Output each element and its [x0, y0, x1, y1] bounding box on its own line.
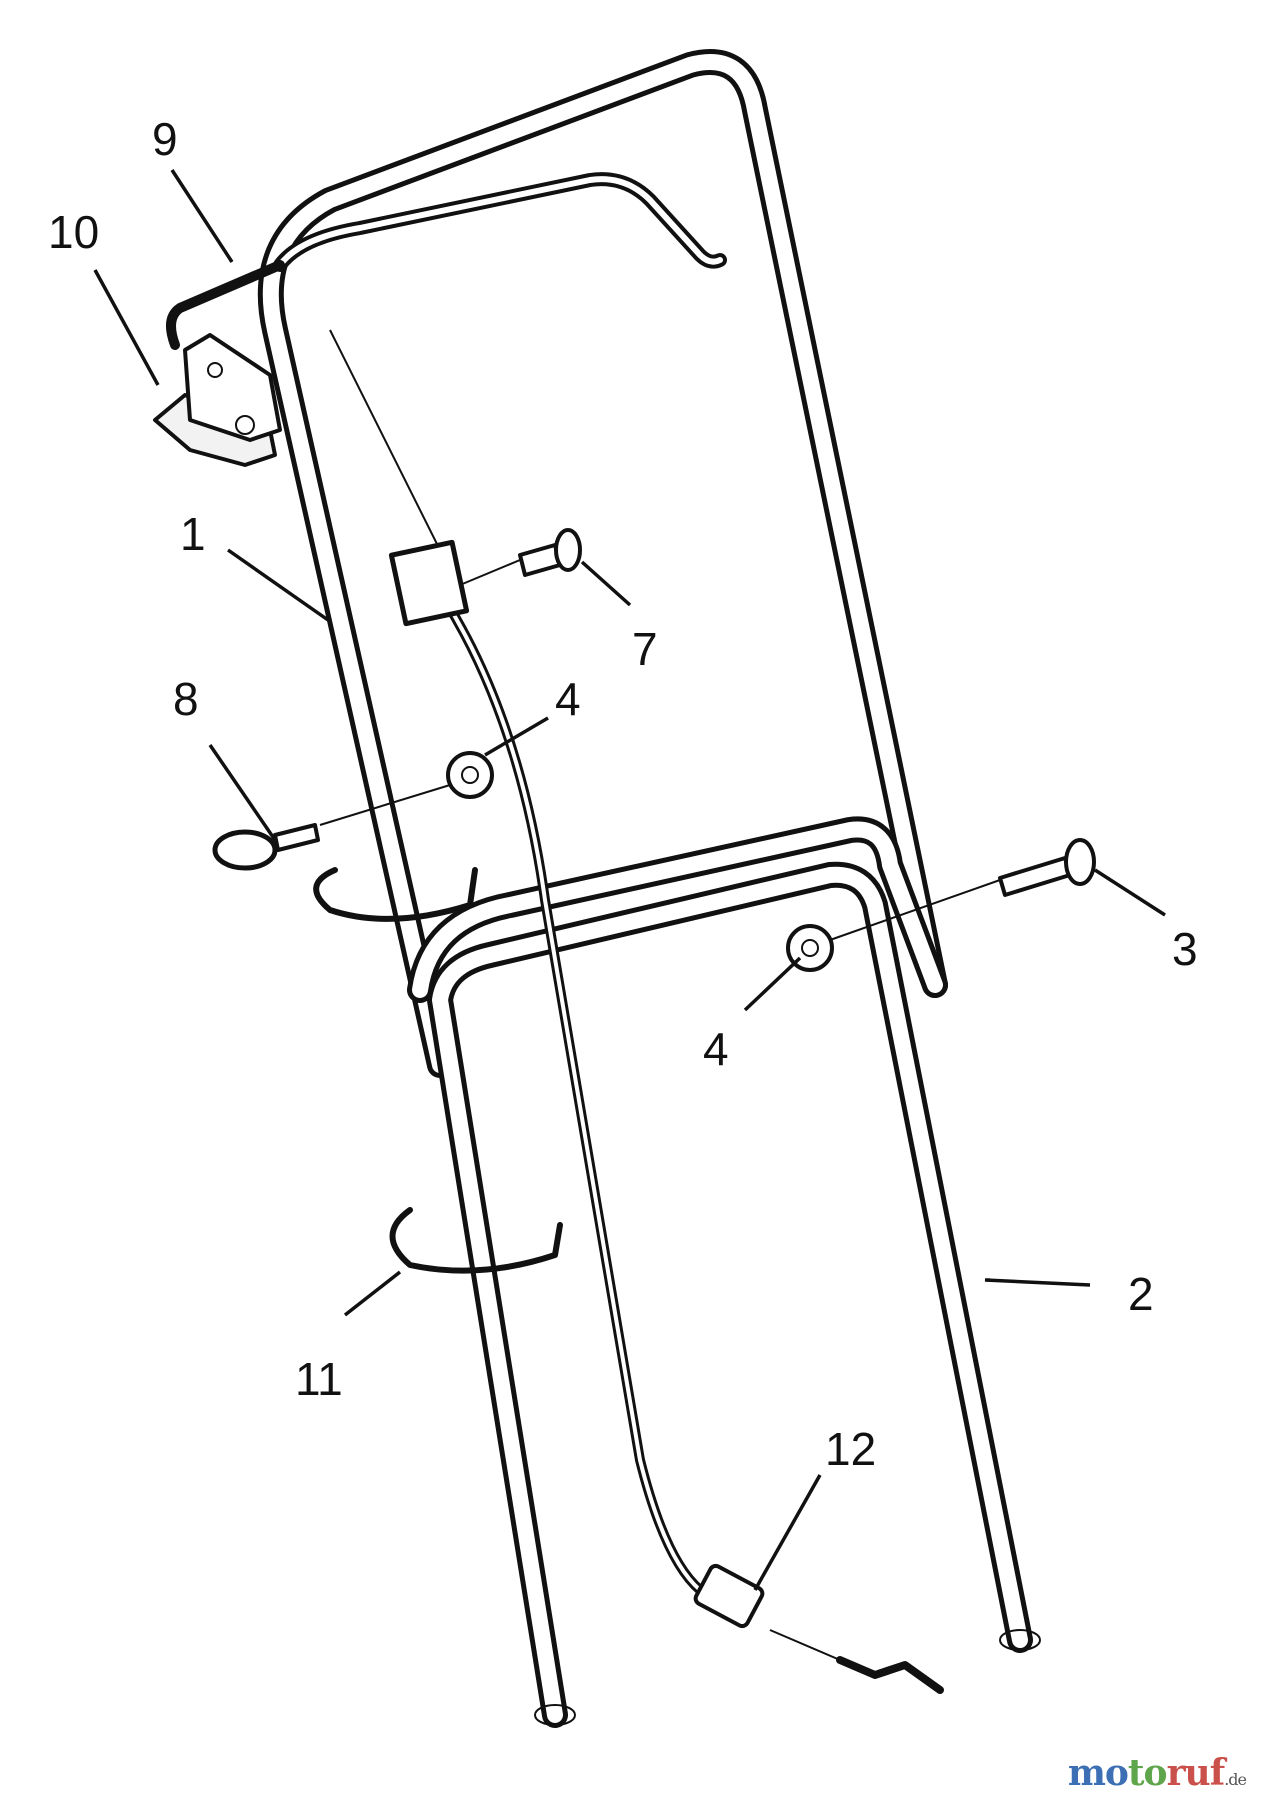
callout-7: 7 — [632, 623, 658, 675]
cable-clip — [388, 539, 470, 627]
callout-8: 8 — [173, 673, 199, 725]
cable-tie-lower — [389, 1207, 563, 1274]
leader-7 — [580, 560, 632, 607]
watermark-part-3: ruf — [1166, 1752, 1226, 1794]
screw — [459, 528, 582, 586]
callout-10: 10 — [48, 206, 99, 258]
control-bail — [166, 172, 727, 350]
knob-nut-upper — [446, 751, 494, 799]
leader-10 — [93, 269, 160, 386]
callout-4-lower: 4 — [703, 1023, 729, 1075]
callout-4-upper: 4 — [555, 673, 581, 725]
callout-12: 12 — [825, 1423, 876, 1475]
carriage-bolt — [829, 838, 1096, 941]
leader-4a — [484, 716, 549, 757]
watermark-part-1: mo — [1067, 1752, 1129, 1794]
leader-4b — [743, 956, 802, 1012]
eye-bolt — [212, 784, 451, 871]
callout-3: 3 — [1172, 923, 1198, 975]
control-cable — [329, 329, 944, 1694]
leader-11 — [343, 1270, 402, 1317]
callout-9: 9 — [152, 113, 178, 165]
leader-12 — [753, 1474, 822, 1591]
callout-2: 2 — [1128, 1268, 1154, 1320]
callout-1: 1 — [180, 508, 206, 560]
bracket — [153, 333, 282, 467]
cable-tie-upper — [313, 867, 478, 922]
watermark-suffix: .de — [1224, 1770, 1247, 1789]
leader-8 — [208, 744, 277, 841]
leader-3 — [1094, 868, 1166, 917]
callout-11: 11 — [295, 1353, 343, 1405]
leader-1 — [226, 548, 330, 622]
watermark-part-2: to — [1127, 1752, 1168, 1794]
leader-9 — [170, 169, 234, 263]
leader-2 — [984, 1278, 1091, 1287]
upper-handle — [257, 49, 948, 1078]
lower-handle — [427, 861, 1041, 1728]
watermark-logo: motoruf.de — [1067, 1752, 1247, 1794]
